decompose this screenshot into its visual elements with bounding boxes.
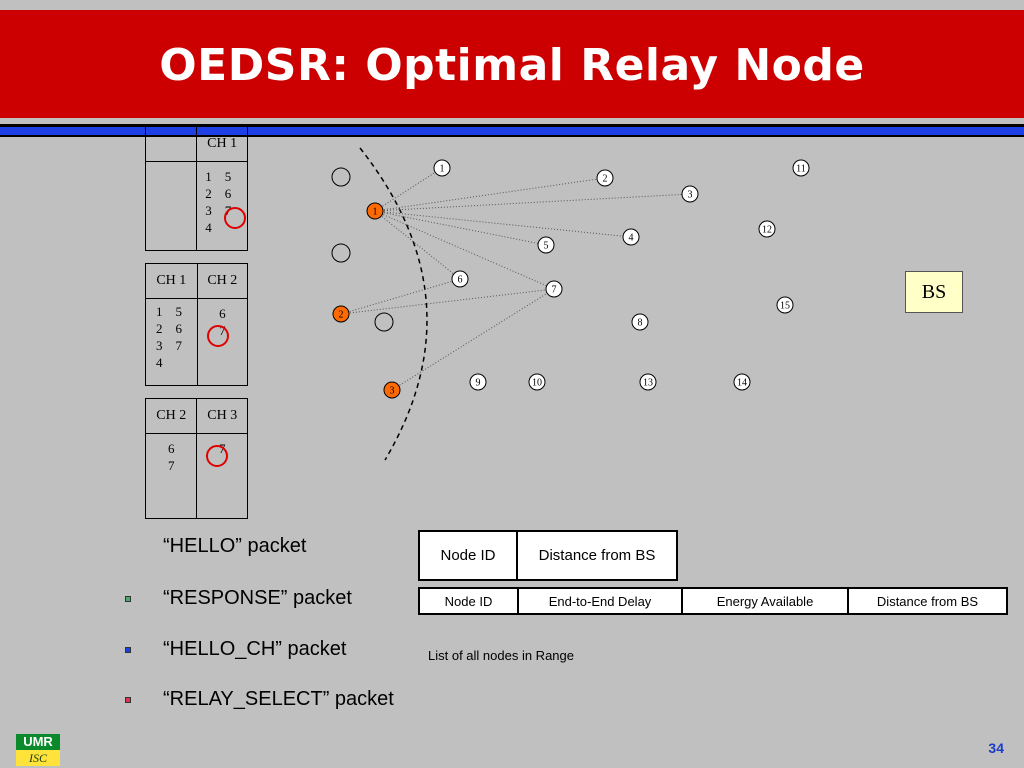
node-list-line: 7 — [167, 458, 175, 473]
empty-node — [331, 167, 351, 187]
response-col-distance: Distance from BS — [847, 587, 1008, 615]
node-list-line: 6 — [167, 441, 175, 456]
sensor-node: 3 — [681, 185, 699, 203]
node-label: 1 — [440, 164, 445, 175]
empty-node — [331, 243, 351, 263]
sensor-node: 8 — [631, 313, 649, 331]
node-label: 1 — [373, 207, 378, 218]
ch-table-1-header-right: CH 1 — [196, 126, 248, 162]
node-label: 13 — [643, 378, 653, 389]
ch-table-1-header-left — [144, 126, 198, 162]
node-list-caption: List of all nodes in Range — [428, 648, 574, 663]
selected-relay-circle — [224, 207, 246, 229]
ch-table-2-header-right: CH 2 — [196, 263, 249, 299]
cluster-head-node: 3 — [383, 381, 401, 399]
response-col-delay: End-to-End Delay — [517, 587, 683, 615]
response-packet-table: Node ID End-to-End Delay Energy Availabl… — [418, 587, 1008, 615]
title-bar — [0, 10, 1024, 118]
hello-col-distance: Distance from BS — [516, 530, 678, 581]
sensor-node: 4 — [622, 228, 640, 246]
divider-band — [0, 124, 1024, 127]
hello-packet-table: Node ID Distance from BS — [418, 530, 678, 581]
node-list-line: 2 6 — [205, 186, 232, 201]
node-label: 6 — [458, 275, 463, 286]
node-list-line: 2 6 — [156, 321, 182, 336]
umr-logo: UMR ISC — [16, 734, 60, 766]
legend-label: “RESPONSE” packet — [163, 587, 352, 609]
response-col-node-id: Node ID — [418, 587, 519, 615]
legend-label: “HELLO_CH” packet — [163, 638, 347, 660]
node-list-line: 1 5 — [205, 169, 232, 184]
bullet-icon — [125, 647, 131, 653]
sensor-node: 12 — [758, 220, 776, 238]
ch-table-3: CH 2 CH 3 6 7 7 — [144, 398, 248, 519]
sensor-node: 14 — [733, 373, 751, 391]
base-station: BS — [905, 271, 963, 313]
ch-table-1: CH 1 1 5 2 6 3 7 4 — [144, 126, 248, 251]
page-number: 34 — [988, 740, 1004, 756]
node-list-line: 6 — [219, 306, 226, 321]
slide-title: OEDSR: Optimal Relay Node — [159, 40, 865, 91]
ch-table-2: CH 1 CH 2 1 5 2 6 3 7 4 6 7 — [145, 263, 249, 386]
legend-label: “HELLO” packet — [163, 535, 307, 557]
node-label: 15 — [780, 301, 790, 312]
node-label: 11 — [796, 164, 806, 175]
empty-node — [374, 312, 394, 332]
sensor-node: 7 — [545, 280, 563, 298]
node-list-line: 3 7 — [156, 338, 182, 353]
ch-table-1-right-cell: 1 5 2 6 3 7 4 — [196, 161, 248, 251]
sensor-node: 15 — [776, 296, 794, 314]
sensor-node: 11 — [792, 159, 810, 177]
sensor-node: 10 — [528, 373, 546, 391]
bullet-icon — [125, 697, 131, 703]
cluster-head-node: 2 — [332, 305, 350, 323]
ch-table-3-left-cell: 6 7 — [144, 433, 198, 519]
node-label: 7 — [552, 285, 557, 296]
node-label: 2 — [603, 174, 608, 185]
legend-label: “RELAY_SELECT” packet — [163, 688, 394, 710]
node-list-line: 4 — [205, 220, 212, 235]
selected-relay-circle — [207, 325, 229, 347]
ch-table-2-left-cell: 1 5 2 6 3 7 4 — [145, 298, 198, 386]
sensor-node: 2 — [596, 169, 614, 187]
ch-table-3-right-cell: 7 — [196, 433, 248, 519]
selected-relay-circle — [206, 445, 228, 467]
ch-table-3-header-right: CH 3 — [196, 398, 248, 434]
sensor-node: 13 — [639, 373, 657, 391]
hello-col-node-id: Node ID — [418, 530, 518, 581]
divider-band-blue — [0, 127, 1024, 135]
node-label: 3 — [390, 386, 395, 397]
node-label: 2 — [339, 310, 344, 321]
logo-bottom: ISC — [16, 750, 60, 766]
node-label: 3 — [688, 190, 693, 201]
node-label: 5 — [544, 241, 549, 252]
node-list-line: 4 — [156, 355, 163, 370]
connection-lines — [340, 167, 691, 391]
response-col-energy: Energy Available — [681, 587, 849, 615]
sensor-node: 9 — [469, 373, 487, 391]
node-list-line: 1 5 — [156, 304, 182, 319]
sensor-node: 1 — [433, 159, 451, 177]
logo-top: UMR — [16, 734, 60, 750]
node-label: 12 — [762, 225, 772, 236]
sensor-node: 5 — [537, 236, 555, 254]
node-label: 9 — [476, 378, 481, 389]
range-arc — [359, 147, 428, 461]
node-label: 14 — [737, 378, 747, 389]
node-label: 10 — [532, 378, 542, 389]
sensor-node: 6 — [451, 270, 469, 288]
node-label: 4 — [629, 233, 634, 244]
node-label: 8 — [638, 318, 643, 329]
cluster-head-node: 1 — [366, 202, 384, 220]
ch-table-3-header-left: CH 2 — [144, 398, 198, 434]
ch-table-1-left-cell — [144, 161, 198, 251]
divider-band-bottom — [0, 135, 1024, 137]
bullet-icon — [125, 596, 131, 602]
